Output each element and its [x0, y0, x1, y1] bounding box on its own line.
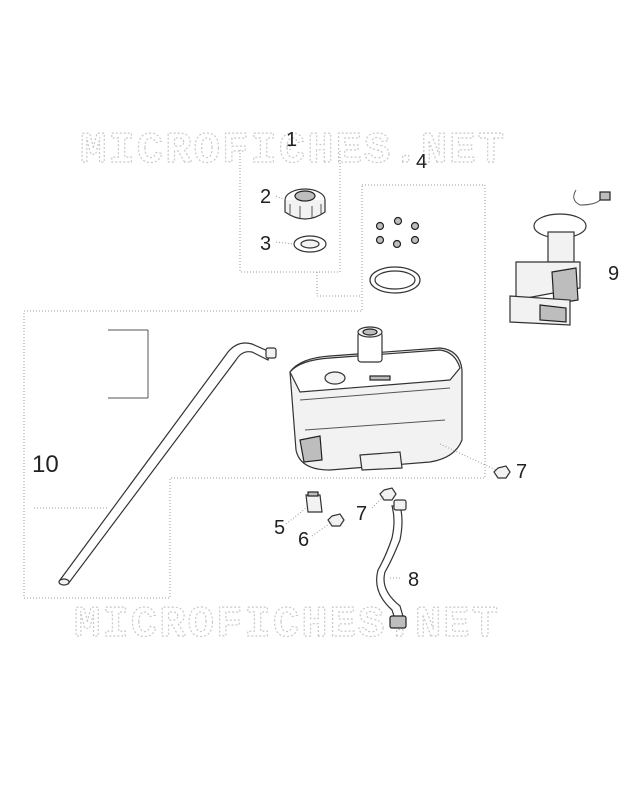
- leader-lines: [275, 146, 402, 579]
- callout-9: 9: [608, 263, 619, 285]
- connector-part: [305, 491, 323, 513]
- callout-7-bottom: 7: [356, 503, 367, 525]
- fuel-pump-part: [509, 189, 611, 326]
- breather-hose-part: [58, 342, 277, 586]
- fuel-tank-part: [289, 326, 463, 471]
- filler-cap-part: [284, 188, 326, 220]
- fuel-hose-part: [376, 499, 407, 629]
- callout-8: 8: [408, 569, 419, 591]
- callout-3: 3: [260, 233, 271, 255]
- callout-4: 4: [416, 151, 427, 173]
- callout-7-top: 7: [516, 461, 527, 483]
- watermark-bottom: MICROFICHES.NET: [74, 600, 500, 650]
- callout-1: 1: [286, 129, 297, 151]
- tank-screws: [375, 216, 420, 249]
- callout-5: 5: [274, 517, 285, 539]
- hose-reference-frame: [34, 329, 149, 509]
- cap-gasket-part: [293, 235, 327, 253]
- callout-10: 10: [32, 451, 59, 478]
- callout-6: 6: [298, 529, 309, 551]
- nut-part-a: [439, 443, 511, 479]
- tank-clamp-ring: [369, 266, 421, 294]
- small-nut-part: [327, 513, 345, 527]
- group-box-tank: [23, 184, 486, 599]
- group-box-filler-cap: [239, 150, 362, 297]
- nut-part-b: [379, 487, 397, 501]
- watermark-top: MICROFICHES.NET: [80, 126, 506, 176]
- callout-2: 2: [260, 186, 271, 208]
